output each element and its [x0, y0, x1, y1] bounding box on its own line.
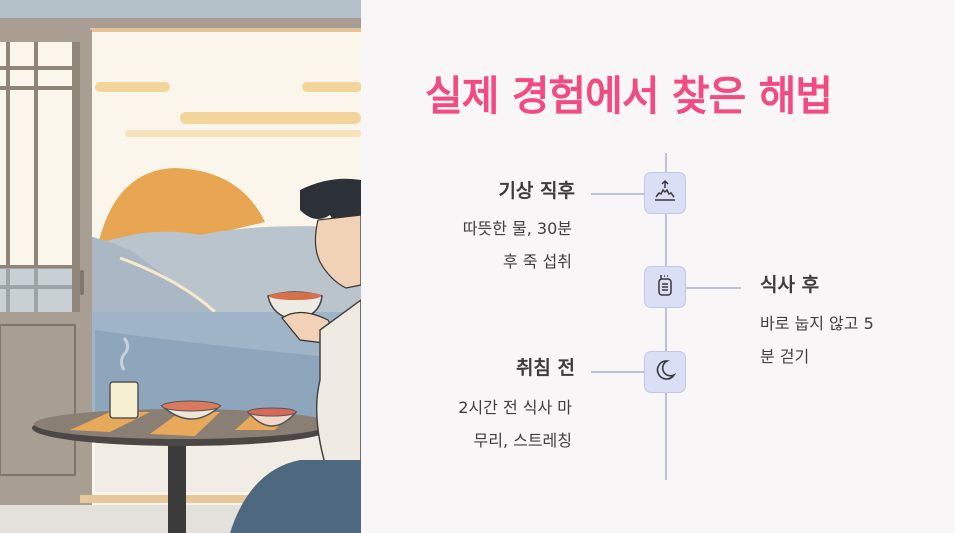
step-1-desc-line-1: 따뜻한 물, 30분: [462, 219, 572, 238]
connector-step-1: [591, 193, 645, 195]
connector-step-2: [686, 287, 741, 289]
step-2-node: [644, 266, 686, 308]
moon-icon: [653, 358, 677, 386]
step-3-description: 2시간 전 식사 마 무리, 스트레칭: [458, 391, 572, 457]
step-2-description: 바로 눕지 않고 5 분 걷기: [760, 307, 874, 373]
connector-step-3: [591, 371, 645, 373]
step-3-title: 취침 전: [515, 357, 575, 379]
step-1-node: [644, 172, 686, 214]
step-2-desc-line-1: 바로 눕지 않고 5: [760, 314, 874, 333]
sunrise-icon: [653, 179, 677, 207]
step-3-desc-line-1: 2시간 전 식사 마: [458, 398, 572, 417]
step-2-title: 식사 후: [760, 274, 820, 296]
step-2-desc-line-2: 분 걷기: [760, 347, 810, 366]
walkie-talkie-icon: [653, 273, 677, 301]
page-title: 실제 경험에서 찾은 해법: [425, 72, 833, 120]
step-1-desc-line-2: 후 죽 섭취: [502, 252, 572, 271]
step-3-desc-line-2: 무리, 스트레칭: [473, 431, 573, 450]
step-1-description: 따뜻한 물, 30분 후 죽 섭취: [463, 212, 572, 278]
step-3-node: [644, 351, 686, 393]
illustration-tea-morning: [0, 0, 361, 533]
timeline-line: [665, 153, 667, 480]
step-1-title: 기상 직후: [498, 180, 575, 202]
